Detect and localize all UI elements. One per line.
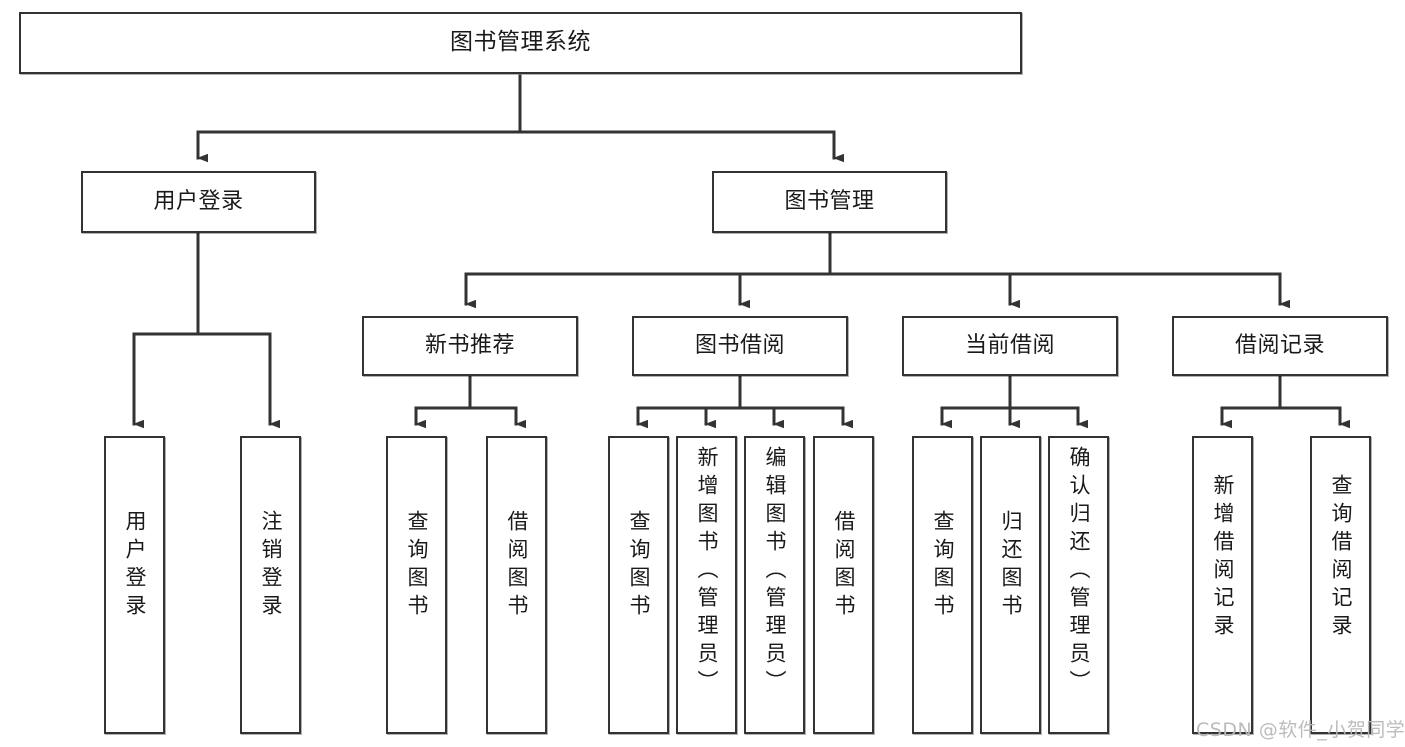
node-label: 查询图书 — [405, 510, 429, 622]
node-book-management[interactable]: 图书管理 — [712, 171, 947, 233]
node-label: 用户登录 — [153, 189, 244, 215]
leaf-add-borrow-record[interactable]: 新增借阅记录 — [1192, 436, 1253, 734]
node-label: 当前借阅 — [964, 333, 1055, 359]
leaf-query-book-current[interactable]: 查询图书 — [912, 436, 973, 734]
node-label: 注销登录 — [259, 510, 283, 622]
node-user-login[interactable]: 用户登录 — [81, 171, 316, 233]
node-label: 借阅记录 — [1234, 333, 1325, 359]
node-label: 图书管理 — [784, 189, 875, 215]
node-borrow-record[interactable]: 借阅记录 — [1172, 316, 1388, 376]
node-label: 查询图书 — [931, 510, 955, 622]
node-label: 归还图书 — [999, 510, 1023, 622]
node-label: 图书借阅 — [694, 333, 785, 359]
node-label: 新书推荐 — [424, 333, 515, 359]
leaf-logout[interactable]: 注销登录 — [240, 436, 301, 734]
node-label: 编辑图书（管理员） — [763, 446, 787, 698]
node-label: 用户登录 — [123, 510, 147, 622]
node-label: 新增借阅记录 — [1211, 474, 1235, 642]
node-new-book-recommend[interactable]: 新书推荐 — [362, 316, 578, 376]
node-label: 查询借阅记录 — [1329, 474, 1353, 642]
leaf-query-borrow-record[interactable]: 查询借阅记录 — [1310, 436, 1371, 734]
csdn-watermark: CSDN @软件_小贺同学 — [1196, 719, 1405, 741]
node-current-borrow[interactable]: 当前借阅 — [902, 316, 1118, 376]
node-label: 图书管理系统 — [450, 29, 591, 56]
leaf-borrow-book-recommend[interactable]: 借阅图书 — [486, 436, 547, 734]
leaf-query-book-recommend[interactable]: 查询图书 — [386, 436, 447, 734]
leaf-return-book[interactable]: 归还图书 — [980, 436, 1041, 734]
node-book-borrow[interactable]: 图书借阅 — [632, 316, 848, 376]
node-label: 查询图书 — [627, 510, 651, 622]
node-label: 借阅图书 — [832, 510, 856, 622]
leaf-borrow-book[interactable]: 借阅图书 — [813, 436, 874, 734]
leaf-edit-book-admin[interactable]: 编辑图书（管理员） — [744, 436, 805, 734]
leaf-add-book-admin[interactable]: 新增图书（管理员） — [676, 436, 737, 734]
node-label: 借阅图书 — [505, 510, 529, 622]
leaf-query-book-borrow[interactable]: 查询图书 — [608, 436, 669, 734]
leaf-user-login[interactable]: 用户登录 — [104, 436, 165, 734]
node-label: 确认归还（管理员） — [1067, 446, 1091, 698]
node-label: 新增图书（管理员） — [695, 446, 719, 698]
node-book-management-system[interactable]: 图书管理系统 — [19, 12, 1022, 74]
leaf-confirm-return-admin[interactable]: 确认归还（管理员） — [1048, 436, 1109, 734]
